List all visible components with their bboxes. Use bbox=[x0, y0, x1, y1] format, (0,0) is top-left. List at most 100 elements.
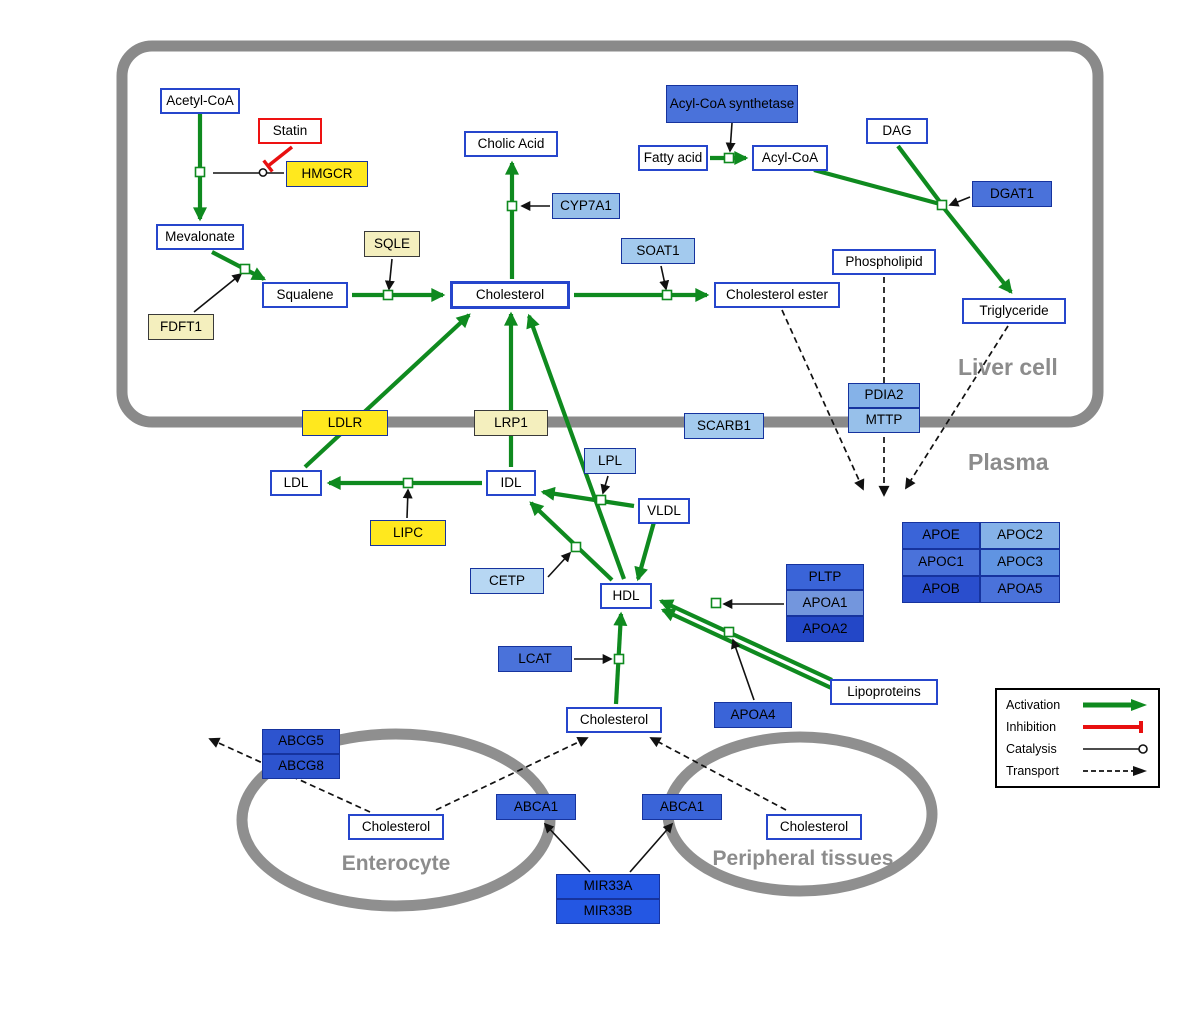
node-triglyceride[interactable]: Triglyceride bbox=[962, 298, 1066, 324]
node-pltp[interactable]: PLTP bbox=[786, 564, 864, 590]
reaction-nodes bbox=[194, 152, 948, 665]
node-soat1[interactable]: SOAT1 bbox=[621, 238, 695, 264]
node-lipoproteins[interactable]: Lipoproteins bbox=[830, 679, 938, 705]
reaction-lpl bbox=[595, 494, 607, 506]
catalysis-circle-icon bbox=[1083, 744, 1148, 754]
node-apoc1[interactable]: APOC1 bbox=[902, 549, 980, 576]
node-abcg5[interactable]: ABCG5 bbox=[262, 729, 340, 754]
edge-mevalonate-squalene bbox=[211, 250, 267, 281]
reaction-apoa-stack bbox=[710, 597, 722, 609]
edge-lipc-reaction bbox=[402, 488, 413, 519]
plasma-label: Plasma bbox=[968, 449, 1049, 475]
legend-row-transport: Transport bbox=[1006, 763, 1149, 779]
node-phospholipid[interactable]: Phospholipid bbox=[832, 249, 936, 275]
reaction-hmgcr bbox=[194, 166, 206, 178]
node-cholesterol-plasma[interactable]: Cholesterol bbox=[566, 707, 662, 733]
node-mevalonate[interactable]: Mevalonate bbox=[156, 224, 244, 250]
edge-hdl-idl-cetp bbox=[529, 501, 614, 582]
node-hmgcr[interactable]: HMGCR bbox=[286, 161, 368, 187]
enterocyte-membrane bbox=[236, 728, 556, 912]
node-abca1-left[interactable]: ABCA1 bbox=[496, 794, 576, 820]
node-idl[interactable]: IDL bbox=[486, 470, 536, 496]
node-cetp[interactable]: CETP bbox=[470, 568, 544, 594]
node-pdia2[interactable]: PDIA2 bbox=[848, 383, 920, 408]
edge-peripheral-cholesterol-efflux bbox=[649, 737, 787, 811]
node-apoc2[interactable]: APOC2 bbox=[980, 522, 1060, 549]
edge-fdft1-reaction bbox=[193, 272, 243, 313]
node-cholesterol-ester[interactable]: Cholesterol ester bbox=[714, 282, 840, 308]
node-acyl-coa[interactable]: Acyl-CoA bbox=[752, 145, 828, 171]
enterocyte-label: Enterocyte bbox=[341, 852, 451, 875]
edge-dgat1-reaction bbox=[948, 196, 971, 207]
node-statin[interactable]: Statin bbox=[258, 118, 322, 144]
edge-cetp-reaction bbox=[547, 551, 572, 578]
edge-hdl-cholesterol bbox=[526, 313, 626, 580]
catalysis-edges bbox=[193, 122, 971, 873]
node-abca1-right[interactable]: ABCA1 bbox=[642, 794, 722, 820]
legend-activation-label: Activation bbox=[1006, 698, 1061, 712]
node-vldl[interactable]: VLDL bbox=[638, 498, 690, 524]
edge-soat1-reaction bbox=[659, 265, 670, 291]
legend-inhibition-label: Inhibition bbox=[1006, 720, 1057, 734]
node-acetyl-coa[interactable]: Acetyl-CoA bbox=[160, 88, 240, 114]
liver-cell-membrane bbox=[116, 40, 1104, 428]
reaction-sqle bbox=[382, 289, 394, 301]
legend: Activation Inhibition Catalysis Transpor… bbox=[995, 688, 1160, 788]
node-ldlr[interactable]: LDLR bbox=[302, 410, 388, 436]
node-apoa4[interactable]: APOA4 bbox=[714, 702, 792, 728]
node-dgat1[interactable]: DGAT1 bbox=[972, 181, 1052, 207]
node-hdl[interactable]: HDL bbox=[600, 583, 652, 609]
peripheral-tissues-label: Peripheral tissues bbox=[712, 847, 894, 870]
node-lipc[interactable]: LIPC bbox=[370, 520, 446, 546]
edge-vldl-hdl bbox=[634, 521, 657, 582]
legend-row-catalysis: Catalysis bbox=[1006, 741, 1149, 757]
edge-lipoproteins-hdl-2 bbox=[660, 608, 841, 694]
node-apoa5[interactable]: APOA5 bbox=[980, 576, 1060, 603]
node-fdft1[interactable]: FDFT1 bbox=[148, 314, 214, 340]
node-sqle[interactable]: SQLE bbox=[364, 231, 420, 257]
node-fatty-acid[interactable]: Fatty acid bbox=[638, 145, 708, 171]
node-squalene[interactable]: Squalene bbox=[262, 282, 348, 308]
node-cholesterol-liver[interactable]: Cholesterol bbox=[450, 281, 570, 309]
edge-junction-triglyceride bbox=[941, 205, 1013, 294]
edge-dag-dgat1junction bbox=[896, 144, 942, 204]
transport-edges bbox=[208, 277, 1009, 813]
node-cholesterol-enterocyte[interactable]: Cholesterol bbox=[348, 814, 444, 840]
node-apoe[interactable]: APOE bbox=[902, 522, 980, 549]
node-cholic-acid[interactable]: Cholic Acid bbox=[464, 131, 558, 157]
node-mir33a[interactable]: MIR33A bbox=[556, 874, 660, 899]
edge-ldl-ldlr-cholesterol bbox=[303, 313, 471, 469]
node-apoc3[interactable]: APOC3 bbox=[980, 549, 1060, 576]
legend-catalysis-label: Catalysis bbox=[1006, 742, 1057, 756]
legend-row-inhibition: Inhibition bbox=[1006, 719, 1149, 735]
edge-triglyceride-plasma bbox=[905, 325, 1009, 490]
node-abcg8[interactable]: ABCG8 bbox=[262, 754, 340, 779]
transport-dashed-arrow-icon bbox=[1083, 766, 1147, 776]
node-acyl-coa-synthetase[interactable]: Acyl-CoA synthetase bbox=[666, 85, 798, 123]
node-scarb1[interactable]: SCARB1 bbox=[684, 413, 764, 439]
node-ldl[interactable]: LDL bbox=[270, 470, 322, 496]
activation-arrow-icon bbox=[1083, 699, 1147, 711]
edge-sqle-reaction bbox=[384, 258, 395, 291]
node-dag[interactable]: DAG bbox=[866, 118, 928, 144]
edge-mir33-abca1-left bbox=[543, 822, 591, 873]
edge-cholesterylester-plasma bbox=[781, 309, 865, 491]
inhibition-tbar bbox=[262, 159, 274, 173]
node-mttp[interactable]: MTTP bbox=[848, 408, 920, 433]
edge-enterocyte-cholesterol-efflux bbox=[435, 736, 589, 811]
reaction-cetp bbox=[570, 541, 582, 553]
node-cyp7a1[interactable]: CYP7A1 bbox=[552, 193, 620, 219]
reaction-lcat bbox=[613, 653, 625, 665]
node-apoa2[interactable]: APOA2 bbox=[786, 616, 864, 642]
node-lrp1[interactable]: LRP1 bbox=[474, 410, 548, 436]
node-lpl[interactable]: LPL bbox=[584, 448, 636, 474]
legend-transport-label: Transport bbox=[1006, 764, 1060, 778]
node-cholesterol-peripheral[interactable]: Cholesterol bbox=[766, 814, 862, 840]
node-lcat[interactable]: LCAT bbox=[498, 646, 572, 672]
node-apob[interactable]: APOB bbox=[902, 576, 980, 603]
edge-mir33-abca1-right bbox=[629, 822, 674, 873]
node-apoa1[interactable]: APOA1 bbox=[786, 590, 864, 616]
node-mir33b[interactable]: MIR33B bbox=[556, 899, 660, 924]
reaction-cyp7a1 bbox=[506, 200, 518, 212]
